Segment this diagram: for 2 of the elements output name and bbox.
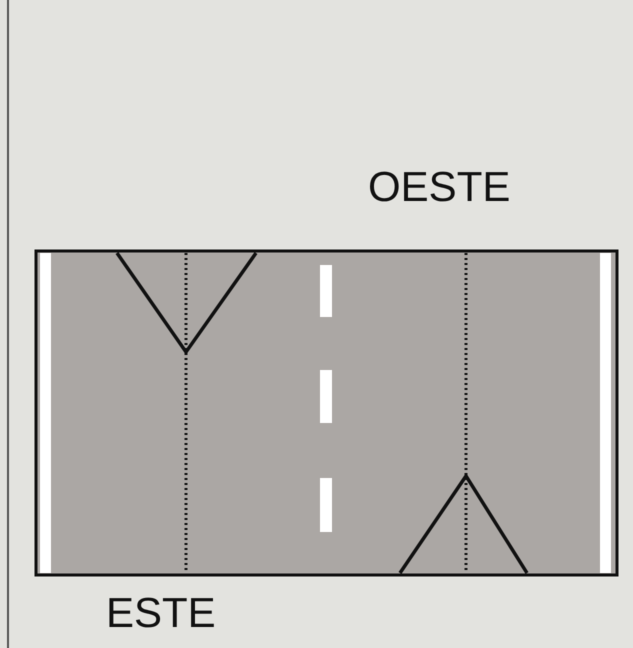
direction-label: OESTE [368,166,510,208]
direction-label: ESTE [106,592,216,634]
